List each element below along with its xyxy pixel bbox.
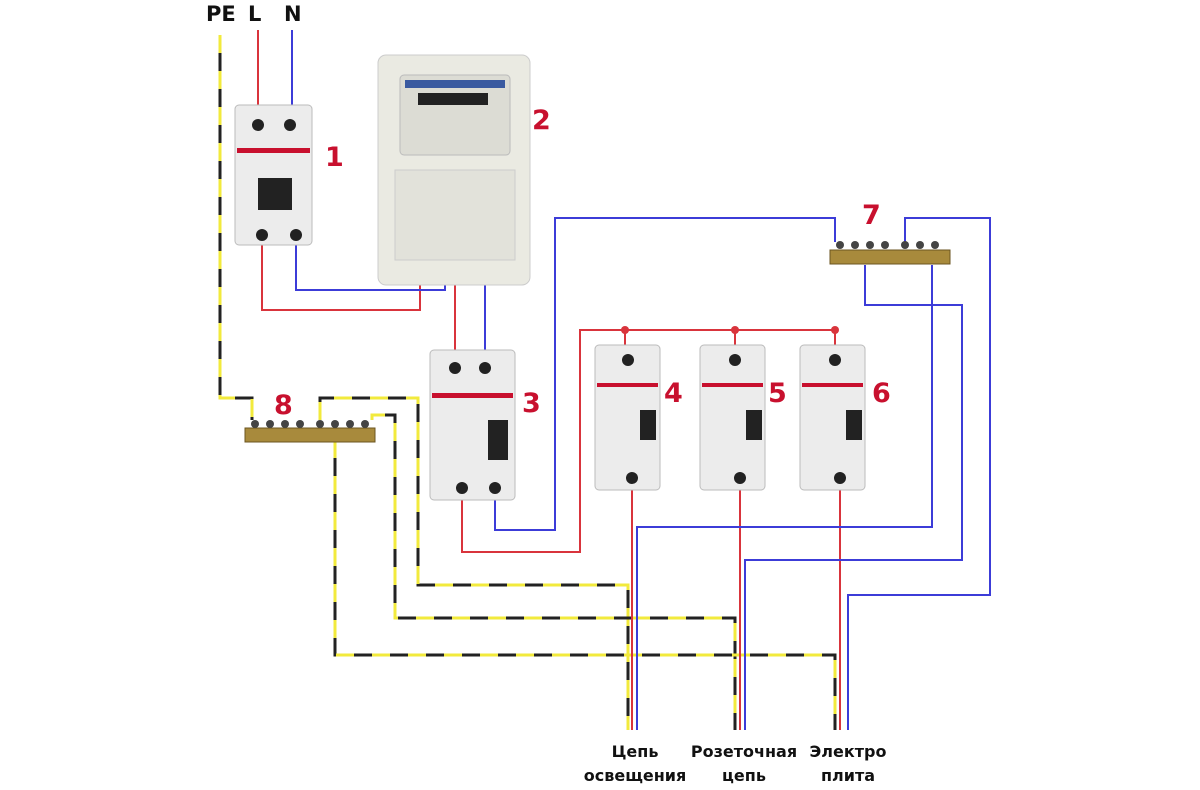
circuit-sockets-line2: цепь (722, 766, 766, 785)
circuit-lighting-line2: освещения (583, 766, 687, 785)
number-7: 7 (862, 200, 881, 231)
number-4: 4 (664, 378, 683, 409)
number-6: 6 (872, 378, 891, 409)
pe-label: PE (206, 2, 236, 26)
circuit-stove-line1: Электро (809, 742, 887, 761)
neutral-wires (291, 30, 991, 730)
main-breaker (234, 104, 313, 246)
number-8: 8 (274, 390, 293, 421)
circuit-stove: Электро плита (800, 740, 896, 788)
number-1: 1 (325, 142, 344, 173)
number-5: 5 (768, 378, 787, 409)
neutral-bus (829, 241, 951, 265)
breaker-stove (799, 344, 866, 491)
junction-dots (621, 326, 839, 334)
circuit-stove-line2: плита (820, 766, 876, 785)
number-3: 3 (522, 388, 541, 419)
breaker-sockets (699, 344, 766, 491)
number-2: 2 (532, 105, 551, 136)
circuit-lighting-line1: Цепь (611, 742, 659, 761)
l-label: L (248, 2, 262, 26)
circuit-sockets-line1: Розеточная (690, 742, 798, 761)
earth-bus (244, 420, 376, 443)
electricity-meter (377, 54, 531, 286)
breaker-lighting (594, 344, 661, 491)
rcd (429, 349, 516, 501)
n-label: N (284, 2, 302, 26)
circuit-sockets: Розеточная цепь (686, 740, 802, 788)
pe-wires (218, 35, 837, 730)
circuit-lighting: Цепь освещения (580, 740, 690, 788)
